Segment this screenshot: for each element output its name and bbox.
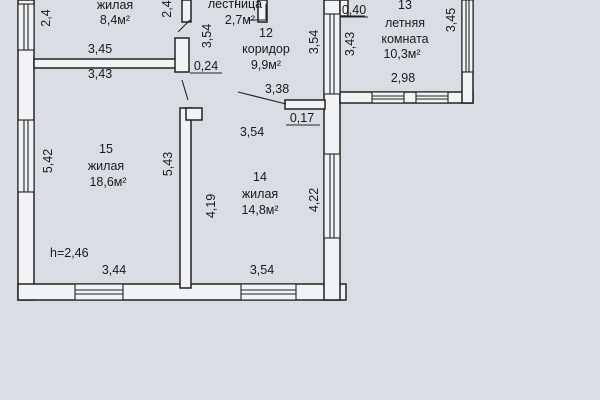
dim-r13-top-gap: 0,40 [342,3,366,17]
r13-bottom-wall [339,91,474,104]
window-left-top [17,3,35,51]
room-stair-type: лестница [208,0,262,11]
dim-r14-right: 4,22 [307,188,321,212]
dim-r14-top: 3,54 [240,125,264,139]
dim-r14-bottom: 3,54 [250,263,274,277]
room-labels: жилая 8,4м² лестница 2,7м² 12 коридор 9,… [88,0,429,217]
dim-r13-left: 3,43 [343,32,357,56]
room-13-number: 13 [398,0,412,12]
dim-stair-right: 3,54 [200,24,214,48]
dim-r15-left: 5,42 [41,149,55,173]
room-top-left-area: 8,4м² [100,13,130,27]
door-room15 [181,79,189,101]
stub-wall [174,37,190,73]
room-top-left-type: жилая [97,0,133,12]
dim-wall-top-345: 3,45 [88,42,112,56]
window-r13-right [461,0,474,73]
stair-left-wall [181,0,192,23]
corridor-wall [284,99,326,110]
window-right-bottom [323,153,341,239]
dim-ceiling-height: h=2,46 [50,246,89,260]
room-14-number: 14 [253,170,267,184]
dimension-labels: 2,4 2,4 3,54 3,54 3,43 3,45 0,40 2,98 3,… [39,0,458,277]
room-12-area: 9,9м² [251,58,281,72]
room-15-area: 18,6м² [89,175,126,189]
windows [17,0,474,301]
dim-r14-left: 4,19 [204,194,218,218]
room-stair-area: 2,7м² [225,13,255,27]
window-bottom-left [74,283,124,301]
room-15-type: жилая [88,159,124,173]
dim-r15-right: 5,43 [161,152,175,176]
door-room14 [237,91,287,105]
window-r13-bottom-right [415,91,449,104]
room-14-area: 14,8м² [241,203,278,217]
dim-corridor-right: 3,54 [307,30,321,54]
dim-r15-bottom: 3,44 [102,263,126,277]
stair-right-wall [257,0,268,23]
dim-stub-017: 0,17 [290,111,314,125]
dim-wall-under-343: 3,43 [88,67,112,81]
room14-corner-block [185,107,203,121]
stair-label-frame [235,0,267,21]
room-12-number: 12 [259,26,273,40]
room-14-type: жилая [242,187,278,201]
window-bottom-right [240,283,297,301]
dim-stub-024: 0,24 [194,59,218,73]
dim-top-left-vertical: 2,4 [39,9,53,26]
room-13-type-line2: комната [381,32,428,46]
dim-r13-right: 3,45 [444,8,458,32]
dim-r13-bottom: 2,98 [391,71,415,85]
room-12-type: коридор [242,42,290,56]
window-left-middle [17,119,35,193]
wall-15-14 [179,107,192,289]
window-right-top [323,13,341,95]
room-13-type-line1: летняя [385,16,425,30]
dim-corridor-bottom-338: 3,38 [265,82,289,96]
room-13-area: 10,3м² [383,47,420,61]
room-15-number: 15 [99,142,113,156]
dim-left-of-stair: 2,4 [160,0,174,17]
window-r13-bottom-left [371,91,405,104]
door-stair [177,19,191,33]
doors [177,0,368,126]
